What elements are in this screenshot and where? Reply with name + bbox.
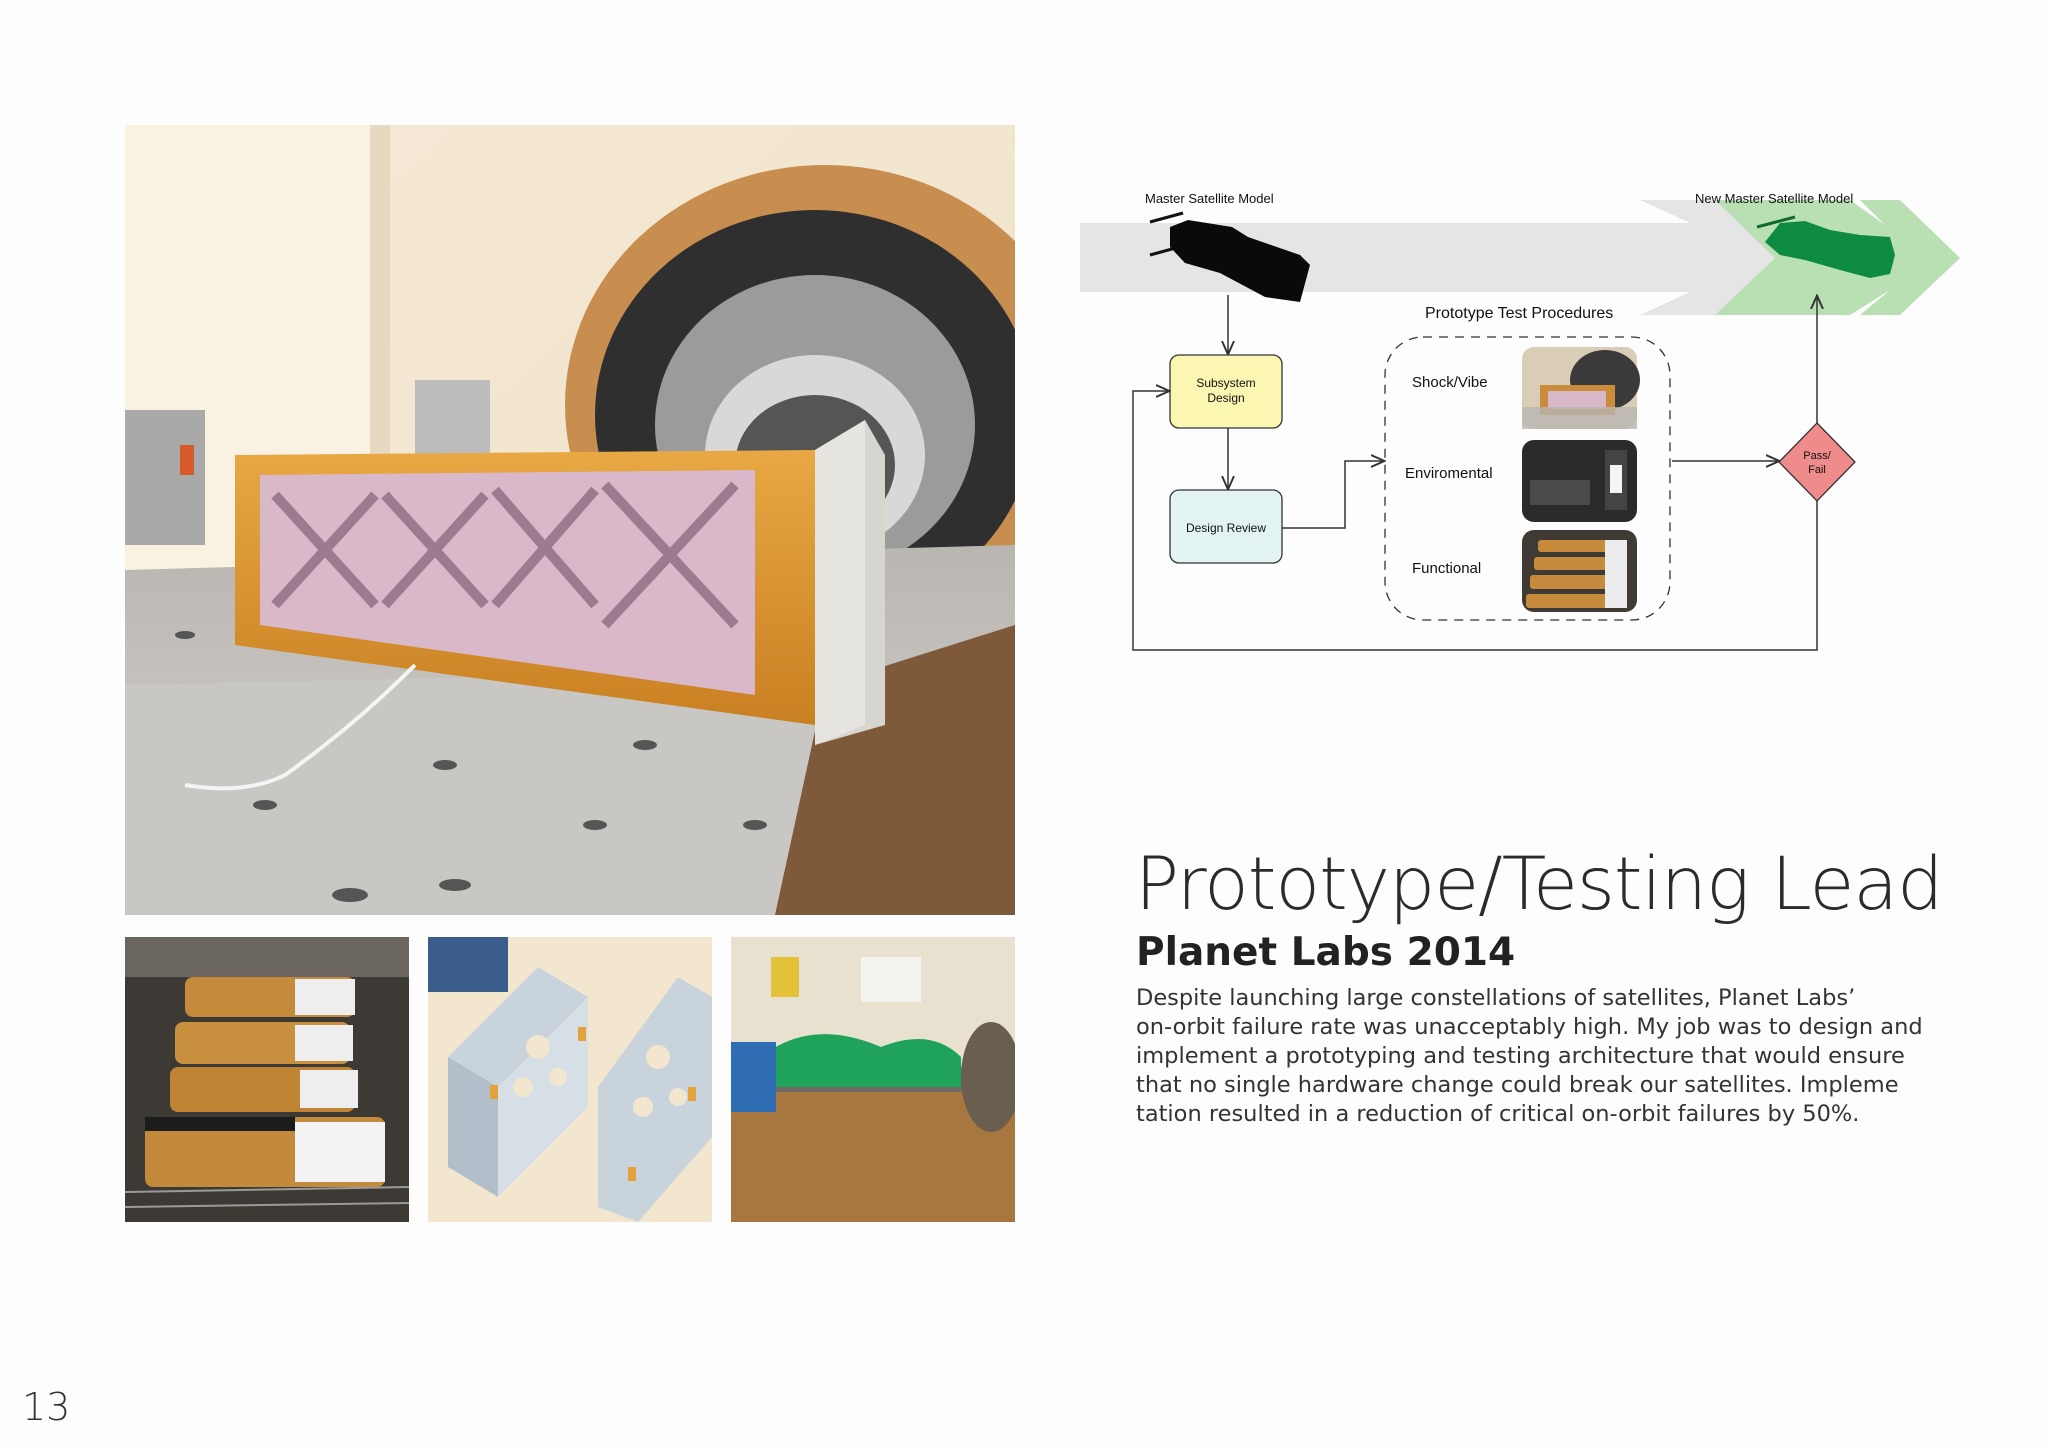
functional-thumbnail xyxy=(1522,530,1637,612)
environmental-thumbnail xyxy=(1522,440,1637,522)
description-line: implement a prototyping and testing arch… xyxy=(1136,1043,1905,1069)
master-satellite-icon xyxy=(1149,211,1310,302)
test-procedures-container xyxy=(1384,336,1671,621)
thumbnail-satellite-frames xyxy=(428,937,712,1222)
description-line: tation resulted in a reduction of critic… xyxy=(1136,1101,1860,1127)
page-title: Prototype/Testing Lead xyxy=(1135,842,1943,927)
page-subtitle: Planet Labs 2014 xyxy=(1136,930,1516,975)
page-number: 13 xyxy=(22,1385,71,1429)
design-review-label: Design Review xyxy=(1186,521,1266,535)
subsystem-label-1: Subsystem xyxy=(1196,376,1255,390)
master-model-label: Master Satellite Model xyxy=(1145,191,1274,206)
subsystem-label-2: Design xyxy=(1207,391,1244,405)
decision-label-2: Fail xyxy=(1808,464,1826,476)
test-label-environmental: Enviromental xyxy=(1405,465,1493,482)
shock-vibe-thumbnail xyxy=(1522,347,1640,429)
description-line: Despite launching large constellations o… xyxy=(1136,985,1856,1011)
test-label-functional: Functional xyxy=(1412,560,1481,577)
main-photo-shaker-test xyxy=(125,125,1015,915)
design-review-box xyxy=(1169,489,1283,564)
thumbnail-thermal-chamber xyxy=(125,937,409,1222)
description-paragraph: Despite launching large constellations o… xyxy=(1136,984,1936,1129)
decision-label-1: Pass/ xyxy=(1803,450,1831,462)
new-master-model-label: New Master Satellite Model xyxy=(1695,191,1853,206)
thumbnail-vibration-test xyxy=(731,937,1015,1222)
new-master-satellite-icon xyxy=(1756,215,1895,278)
description-line: on-orbit failure rate was unacceptably h… xyxy=(1136,1014,1923,1040)
process-diagram: Master Satellite Model New Master Satell… xyxy=(1060,175,1980,665)
test-label-shock-vibe: Shock/Vibe xyxy=(1412,374,1488,391)
procedures-title: Prototype Test Procedures xyxy=(1425,305,1613,322)
pass-fail-decision xyxy=(1778,422,1856,502)
description-line: that no single hardware change could bre… xyxy=(1136,1072,1899,1098)
